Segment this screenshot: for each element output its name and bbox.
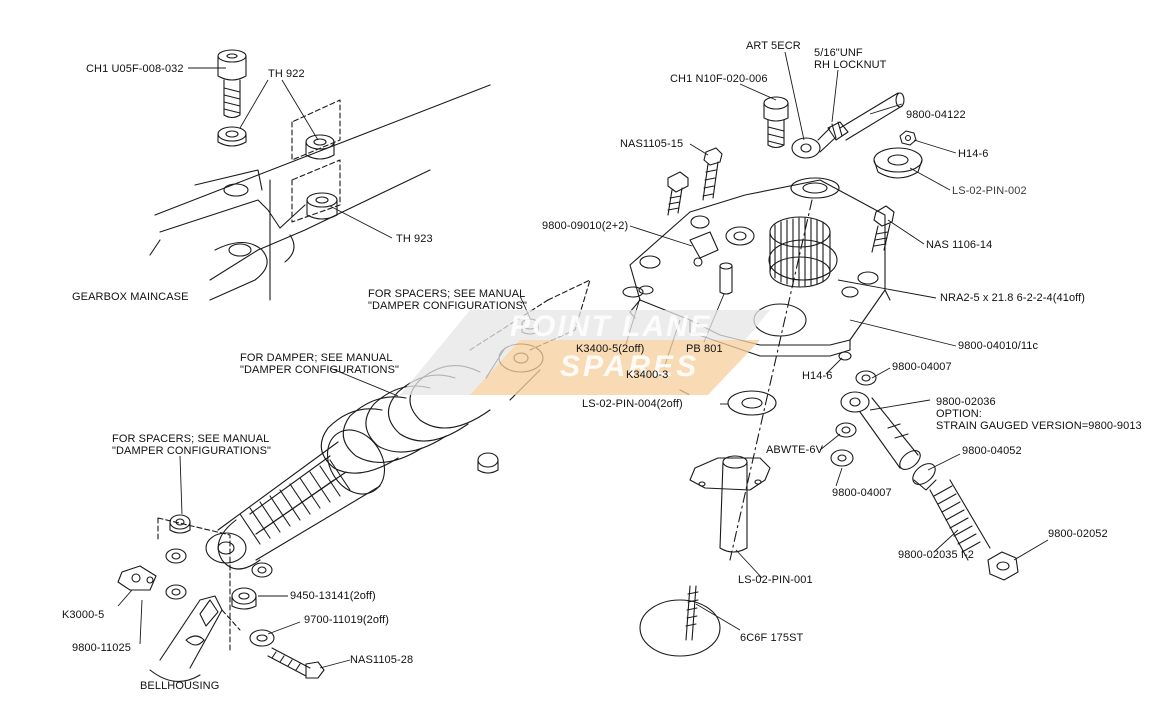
bush-9700-11019 (249, 629, 275, 647)
label-9800-11025: 9800-11025 (72, 642, 131, 654)
spacer-top-left (169, 514, 191, 534)
label-k3000-5: K3000-5 (62, 609, 105, 621)
bolt-nas1105-28 (267, 647, 325, 679)
label-6c6f-175st: 6C6F 175ST (740, 632, 804, 644)
damper-unit (205, 279, 591, 570)
washer-9800-04007-a (855, 370, 877, 386)
label-spacers-left-1: FOR SPACERS; SEE MANUAL (112, 433, 270, 445)
leader-lines (117, 51, 1049, 669)
nut-h14-6-mid (838, 351, 852, 361)
label-h14-6-mid: H14-6 (802, 370, 833, 382)
label-ls02-pin001: LS-02-PIN-001 (738, 574, 813, 586)
washer-ls02-pin004 (727, 390, 777, 416)
locknut-9800-04052 (912, 463, 937, 491)
label-unf-line1: 5/16"UNF (814, 47, 863, 59)
label-ls02-pin004: LS-02-PIN-004(2off) (582, 398, 683, 410)
bush-k3400-5 (622, 285, 654, 298)
label-bellhousing: BELLHOUSING (140, 680, 220, 692)
push-rod-9800-04122 (827, 92, 905, 141)
label-spacers-top-2: "DAMPER CONFIGURATIONS" (368, 300, 528, 312)
spacer-right (251, 562, 273, 578)
label-k3400-5: K3400-5(2off) (576, 343, 645, 355)
spacer-th923-lower (306, 192, 338, 220)
label-h14-6-top: H14-6 (958, 148, 989, 160)
watermark-logo (400, 310, 770, 395)
label-nra2: NRA2-5 x 21.8 6-2-2-4(41off) (940, 292, 1086, 304)
label-9800-04007-a: 9800-04007 (892, 361, 952, 373)
label-nas1106-14: NAS 1106-14 (926, 239, 993, 251)
label-spacers-top-1: FOR SPACERS; SEE MANUAL (368, 288, 526, 300)
bolt-ch1-n10f (763, 96, 789, 149)
label-ch1-n10f: CH1 N10F-020-006 (670, 73, 768, 85)
bolt-nas1105-15-left (667, 171, 689, 216)
label-9800-04010: 9800-04010/11c (958, 340, 1039, 352)
washer-9800-04007-b (830, 449, 854, 467)
spacer-mid-left (165, 548, 187, 564)
label-unf-line2: RH LOCKNUT (814, 59, 887, 71)
spacer-washer-center (790, 177, 840, 199)
bolt-nas1106-14 (871, 205, 895, 253)
label-damper-1: FOR DAMPER; SEE MANUAL (240, 352, 393, 364)
label-damper-2: "DAMPER CONFIGURATIONS" (240, 364, 400, 376)
label-art5ecr: ART 5ECR (746, 40, 801, 52)
watermark-line1: POINT LANE (510, 310, 712, 343)
label-9800-02036: 9800-02036 (936, 396, 996, 408)
nut-h14-6-top (899, 130, 917, 146)
spherical-bearing-9800-09010 (689, 226, 755, 267)
label-spacers-left-2: "DAMPER CONFIGURATIONS" (112, 445, 272, 457)
stud-6c6f-175st (639, 585, 721, 657)
label-th922: TH 922 (268, 68, 305, 80)
label-nas1105-28: NAS1105-28 (350, 654, 414, 666)
label-th923: TH 923 (396, 233, 433, 245)
label-option: OPTION: (936, 408, 982, 420)
bellhousing-bracket (149, 595, 241, 682)
threaded-adjuster-9800-02035 (929, 479, 991, 561)
label-k3400-3: K3400-3 (626, 369, 669, 381)
label-9800-04122: 9800-04122 (906, 109, 966, 121)
label-gearbox-maincase: GEARBOX MAINCASE (72, 291, 189, 303)
washer-th922 (217, 126, 247, 147)
label-ls02-pin002: LS-02-PIN-002 (952, 185, 1027, 197)
label-pb801: PB 801 (686, 343, 723, 355)
watermark-line2: SPARES (560, 350, 700, 383)
pivot-pin-ls02-pin001 (689, 455, 771, 553)
label-9700-11019: 9700-11019(2off) (304, 614, 389, 626)
label-abwte6v: ABWTE-6V (766, 444, 824, 456)
washer-ls02-pin002 (873, 147, 923, 179)
pin-pb801 (719, 262, 733, 295)
spacer-th923-upper (305, 134, 335, 160)
label-nas1105-15: NAS1105-15 (620, 138, 684, 150)
socket-head-bolt-u05f (217, 49, 247, 119)
bracket-k3000-5 (117, 565, 157, 591)
label-9800-04052: 9800-04052 (962, 445, 1022, 457)
label-9800-09010: 9800-09010(2+2) (542, 220, 629, 232)
bush-9450-13141 (231, 587, 257, 610)
gearbox-maincase-outline (149, 84, 491, 301)
rod-end-art5ecr (791, 127, 836, 159)
nut-9800-02052 (987, 551, 1019, 581)
label-9800-04007-b: 9800-04007 (832, 487, 892, 499)
spacer-abwte-6v (835, 422, 857, 438)
label-9450-13141: 9450-13141(2off) (290, 590, 376, 602)
label-9800-02052: 9800-02052 (1048, 528, 1108, 540)
label-strain-gauged: STRAIN GAUGED VERSION=9800-9013 (936, 420, 1142, 432)
bolt-nas1105-15-right (702, 147, 723, 201)
needle-roller-bearing (769, 216, 831, 288)
spacer-group-dashed (157, 517, 231, 651)
washer-9800-11025 (165, 584, 187, 600)
label-9800-02035: 9800-02035 I-2 (898, 549, 975, 561)
label-ch1-u05f: CH1 U05F-008-032 (86, 63, 184, 75)
link-9800-02036 (840, 391, 921, 470)
